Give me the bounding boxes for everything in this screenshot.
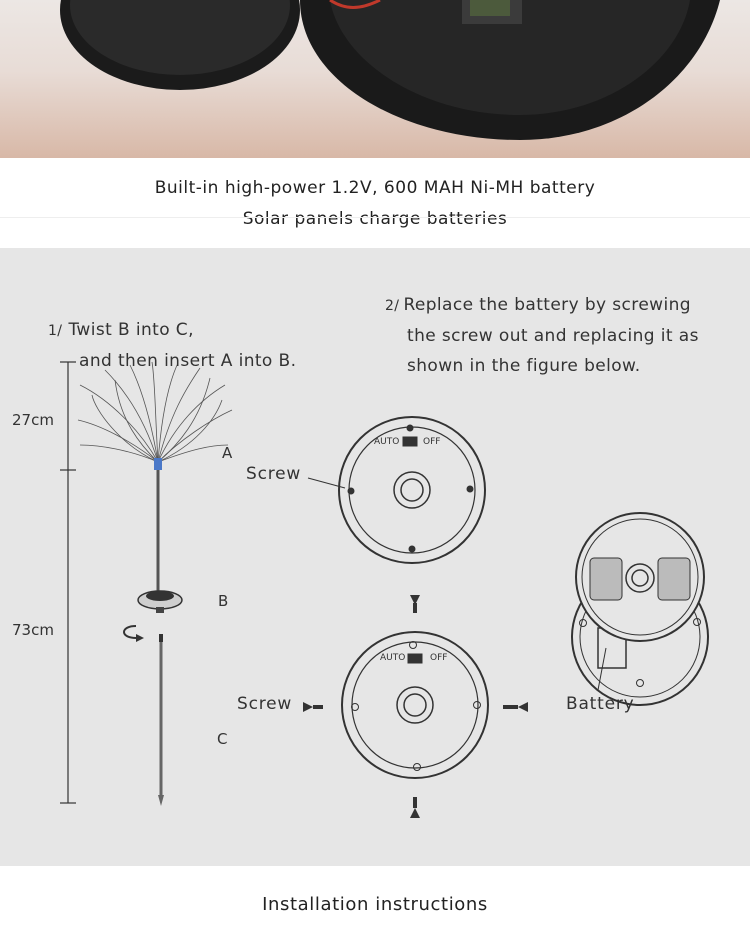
screw-label-bottom: Screw [237, 694, 293, 714]
step-2-text: 2/Replace the battery by screwing the sc… [385, 290, 699, 381]
step-2-number: 2/ [385, 298, 400, 314]
product-photo [0, 0, 750, 158]
battery-compartment-photo [60, 0, 720, 140]
connector [154, 458, 162, 470]
twist-arrowhead [136, 634, 144, 642]
off-label-top: OFF [423, 437, 441, 447]
dimension-top-label: 27cm [12, 411, 54, 429]
step-2-line1: Replace the battery by screwing [403, 295, 691, 315]
twist-arrow [123, 625, 137, 639]
off-label-bottom: OFF [430, 653, 448, 663]
battery-illustration [571, 512, 709, 706]
screw-pointer-top [307, 477, 346, 489]
part-c-label: C [217, 730, 228, 748]
removed-screws [303, 595, 528, 818]
section-title: Installation instructions [262, 894, 488, 915]
step-1-line1: Twist B into C, [68, 320, 194, 340]
dimension-bottom-label: 73cm [12, 621, 54, 639]
ground-stake-c [158, 634, 164, 806]
step-1-text: 1/Twist B into C, and then insert A into… [48, 315, 296, 376]
fiber-head-a [77, 361, 233, 463]
step-2-line3: shown in the figure below. [407, 356, 641, 376]
dimension-line [60, 361, 76, 804]
solar-cap-b [137, 590, 183, 613]
base-top [338, 416, 486, 564]
step-1-line2: and then insert A into B. [79, 351, 297, 371]
part-a-label: A [222, 444, 233, 462]
part-b-label: B [218, 592, 229, 610]
base-bottom [341, 631, 489, 779]
step-2-line2: the screw out and replacing it as [407, 326, 699, 346]
battery-pointer [597, 647, 607, 691]
battery-label: Battery [566, 694, 635, 714]
caption-battery: Built-in high-power 1.2V, 600 MAH Ni-MH … [154, 178, 596, 198]
auto-label-bottom: AUTO [380, 653, 406, 663]
auto-label-top: AUTO [374, 437, 400, 447]
divider [0, 217, 750, 218]
caption-solar: Solar panels charge batteries [242, 209, 508, 229]
step-1-number: 1/ [48, 323, 63, 339]
screw-label-top: Screw [246, 464, 302, 484]
